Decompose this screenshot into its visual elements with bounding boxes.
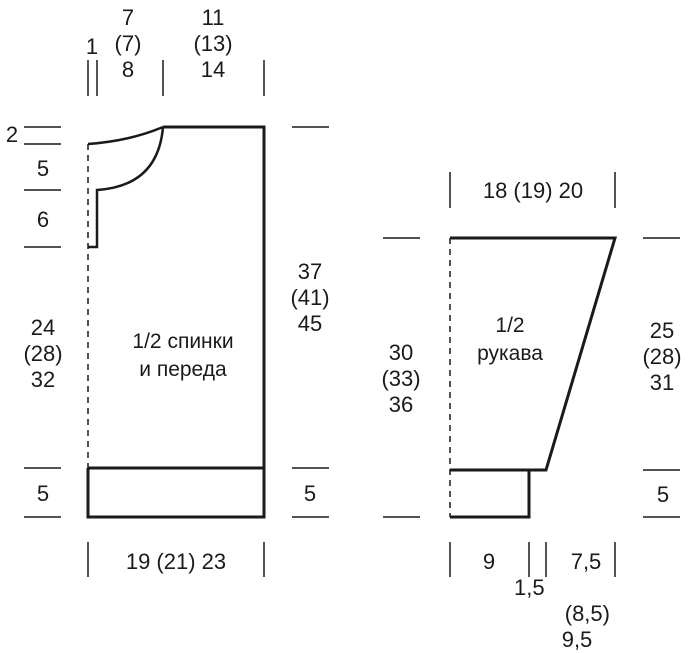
sleeve-bottom-taper: 7,5: [570, 549, 602, 574]
body-left-neck-step: 6: [36, 207, 50, 232]
sleeve-slope-length-2: (28): [642, 344, 682, 369]
sleeve-bottom-gap: 1,5 (8,5) 9,5: [514, 575, 610, 653]
sleeve-total-length-3: 36: [388, 392, 414, 417]
body-left-body-length: 24 (28) 32: [18, 315, 68, 393]
body-top-shoulder-width: 11 (13) 14: [188, 5, 238, 83]
sleeve-gap-1: 1,5: [514, 575, 545, 600]
body-shoulder-width-3: 14: [200, 57, 226, 82]
body-dimension-ticks: [24, 60, 329, 577]
sleeve-cuff-outline: [450, 470, 531, 519]
body-left-rib: 5: [36, 481, 50, 506]
body-top-neck-width: 7 (7) 8: [108, 5, 148, 83]
body-total-length-1: 37: [297, 259, 323, 284]
body-title-line1: 1/2 спинки: [132, 330, 234, 353]
body-total-length-3: 45: [297, 311, 323, 336]
body-neck-curve-front: [88, 126, 165, 249]
sleeve-right-slope-length: 25 (28) 31: [637, 318, 687, 396]
body-title-line2: и переда: [139, 358, 227, 381]
body-length-3: 32: [30, 367, 56, 392]
sleeve-title-line1: 1/2: [495, 314, 525, 337]
body-length-1: 24: [30, 315, 56, 340]
body-top-shoulder-offset: 1: [85, 34, 99, 59]
body-left-neck-depth: 5: [36, 156, 50, 181]
sleeve-slope-length-3: 31: [649, 370, 675, 395]
body-right-total-length: 37 (41) 45: [285, 259, 335, 337]
sleeve-left-total-length: 30 (33) 36: [376, 340, 426, 418]
sleeve-piece-outline: [449, 236, 618, 519]
sleeve-bottom-cuff-width: 9: [482, 549, 496, 574]
body-total-length-2: (41): [290, 285, 330, 310]
sleeve-top-width: 18 (19) 20: [482, 178, 584, 203]
sleeve-outline-solid: [450, 236, 618, 472]
body-neck-curve-back: [87, 125, 164, 146]
body-neck-width-1: 7: [121, 5, 135, 30]
sleeve-title-line2: рукава: [477, 342, 543, 365]
body-shoulder-width-2: (13): [193, 31, 233, 56]
body-bottom-width: 19 (21) 23: [125, 549, 227, 574]
body-length-2: (28): [23, 341, 63, 366]
body-left-neck-drop-top: 2: [5, 122, 19, 147]
body-piece-outline: [86, 125, 266, 519]
sleeve-gap-3: 9,5: [561, 627, 593, 652]
sleeve-total-length-2: (33): [381, 366, 421, 391]
body-right-rib: 5: [303, 481, 317, 506]
sleeve-right-rib: 5: [656, 482, 670, 507]
body-neck-width-2: (7): [114, 31, 142, 56]
sleeve-total-length-1: 30: [388, 340, 414, 365]
body-neck-width-3: 8: [121, 57, 135, 82]
body-shoulder-width-1: 11: [201, 5, 225, 30]
sleeve-slope-length-1: 25: [649, 318, 675, 343]
sleeve-gap-2: (8,5): [564, 601, 610, 626]
sleeve-dimension-ticks: [383, 172, 680, 577]
body-outline-solid: [86, 125, 266, 519]
